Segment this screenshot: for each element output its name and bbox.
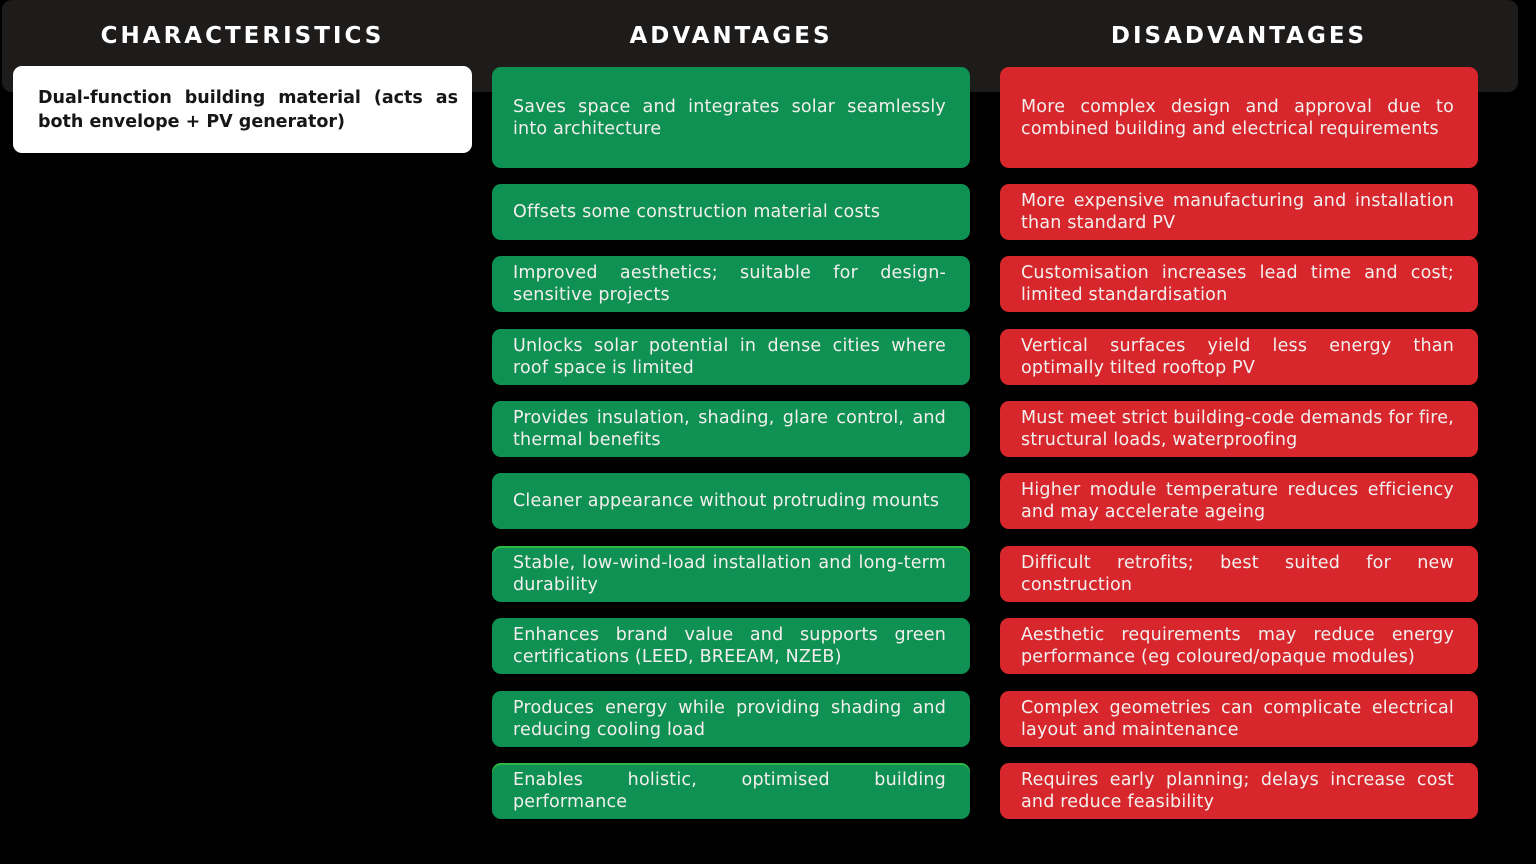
characteristic-card-text: Dual-function building material (acts as… bbox=[38, 87, 458, 132]
advantage-card-text: Unlocks solar potential in dense cities … bbox=[513, 336, 946, 378]
advantage-card: Offsets some construction material costs bbox=[492, 184, 970, 240]
disadvantage-card: Vertical surfaces yield less energy than… bbox=[1000, 329, 1478, 385]
advantage-card: Enhances brand value and supports green … bbox=[492, 618, 970, 674]
advantage-card: Unlocks solar potential in dense cities … bbox=[492, 329, 970, 385]
advantage-card-text: Provides insulation, shading, glare cont… bbox=[513, 408, 946, 450]
advantage-card: Cleaner appearance without protruding mo… bbox=[492, 473, 970, 529]
disadvantage-card-text: Higher module temperature reduces effici… bbox=[1021, 480, 1454, 522]
advantage-card-text: Enables holistic, optimised building per… bbox=[513, 770, 946, 812]
advantage-card: Stable, low-wind-load installation and l… bbox=[492, 546, 970, 602]
disadvantage-card-text: Aesthetic requirements may reduce energy… bbox=[1021, 625, 1454, 667]
disadvantage-card-text: Must meet strict building-code demands f… bbox=[1021, 408, 1454, 450]
advantage-card: Provides insulation, shading, glare cont… bbox=[492, 401, 970, 457]
advantage-card-text: Cleaner appearance without protruding mo… bbox=[513, 491, 940, 511]
disadvantage-card-text: Customisation increases lead time and co… bbox=[1021, 263, 1454, 305]
column-header-characteristics: CHARACTERISTICS bbox=[100, 23, 385, 49]
disadvantage-card: More expensive manufacturing and install… bbox=[1000, 184, 1478, 240]
advantage-card: Enables holistic, optimised building per… bbox=[492, 763, 970, 819]
advantage-card: Produces energy while providing shading … bbox=[492, 691, 970, 747]
disadvantage-card-text: Difficult retrofits; best suited for new… bbox=[1021, 553, 1454, 595]
disadvantage-card-text: Requires early planning; delays increase… bbox=[1021, 770, 1454, 812]
disadvantage-card-text: Vertical surfaces yield less energy than… bbox=[1021, 336, 1454, 378]
disadvantage-card-text: More complex design and approval due to … bbox=[1021, 96, 1454, 139]
column-header-advantages: ADVANTAGES bbox=[629, 23, 833, 49]
disadvantage-card: Higher module temperature reduces effici… bbox=[1000, 473, 1478, 529]
advantage-card-text: Produces energy while providing shading … bbox=[513, 698, 946, 740]
disadvantage-card-text: Complex geometries can complicate electr… bbox=[1021, 698, 1454, 740]
advantages-column: Saves space and integrates solar seamles… bbox=[492, 0, 970, 864]
disadvantage-card: Requires early planning; delays increase… bbox=[1000, 763, 1478, 819]
column-header-disadvantages: DISADVANTAGES bbox=[1110, 23, 1368, 49]
advantage-card-text: Enhances brand value and supports green … bbox=[513, 625, 946, 667]
advantage-card-text: Improved aesthetics; suitable for design… bbox=[513, 263, 946, 305]
advantage-card-text: Offsets some construction material costs bbox=[513, 202, 881, 222]
disadvantage-card: Difficult retrofits; best suited for new… bbox=[1000, 546, 1478, 602]
advantage-card: Saves space and integrates solar seamles… bbox=[492, 67, 970, 168]
advantage-card-text: Saves space and integrates solar seamles… bbox=[513, 96, 946, 139]
disadvantage-card: More complex design and approval due to … bbox=[1000, 67, 1478, 168]
disadvantage-card: Complex geometries can complicate electr… bbox=[1000, 691, 1478, 747]
advantage-card: Improved aesthetics; suitable for design… bbox=[492, 256, 970, 312]
disadvantage-card-text: More expensive manufacturing and install… bbox=[1021, 191, 1454, 233]
disadvantage-card: Must meet strict building-code demands f… bbox=[1000, 401, 1478, 457]
characteristic-card: Dual-function building material (acts as… bbox=[13, 66, 472, 153]
disadvantage-card: Aesthetic requirements may reduce energy… bbox=[1000, 618, 1478, 674]
advantage-card-text: Stable, low-wind-load installation and l… bbox=[513, 553, 946, 595]
disadvantage-card: Customisation increases lead time and co… bbox=[1000, 256, 1478, 312]
disadvantages-column: More complex design and approval due to … bbox=[1000, 0, 1478, 864]
